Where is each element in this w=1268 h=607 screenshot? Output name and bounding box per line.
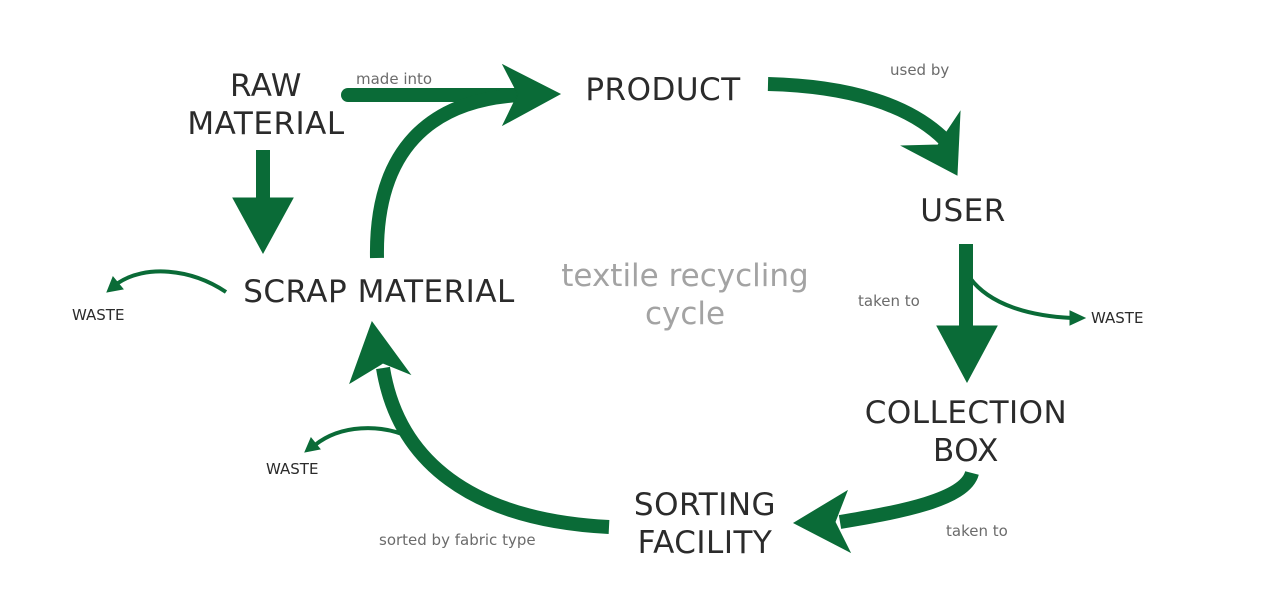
node-product: PRODUCT <box>575 71 751 109</box>
waste-user: WASTE <box>1091 309 1144 327</box>
arrow-scrap-to-waste <box>116 269 228 294</box>
node-collection-box: COLLECTION BOX <box>855 394 1077 470</box>
node-scrap-material: SCRAP MATERIAL <box>228 273 530 311</box>
node-raw-material-line2: MATERIAL <box>187 106 345 142</box>
node-collection-box-line1: COLLECTION <box>864 395 1068 431</box>
arrowhead-sorting <box>792 489 852 554</box>
arrow-sorting-to-waste <box>313 426 413 447</box>
arrowhead-scrap-waste <box>106 276 124 293</box>
arrowhead-user-waste <box>1069 310 1087 326</box>
arrowhead-scrap-down <box>232 197 294 255</box>
waste-scrap: WASTE <box>72 306 125 324</box>
arrow-box-to-sorting <box>838 470 979 529</box>
node-product-label: PRODUCT <box>585 72 741 108</box>
node-user: USER <box>910 192 1016 230</box>
label-used-by: used by <box>890 61 950 79</box>
node-scrap-material-label: SCRAP MATERIAL <box>243 274 515 310</box>
arrowhead-box <box>936 325 998 384</box>
arrowhead-user <box>900 110 961 176</box>
label-made-into: made into <box>356 70 433 88</box>
node-sorting-facility: SORTING FACILITY <box>620 486 790 562</box>
node-raw-material-line1: RAW <box>230 68 302 104</box>
waste-sorting: WASTE <box>266 460 319 478</box>
arrow-scrap-to-product <box>369 88 521 259</box>
node-sorting-facility-line1: SORTING <box>633 487 777 523</box>
arrowhead-sorting-waste <box>304 437 321 453</box>
arrowhead-product <box>501 63 562 127</box>
node-sorting-facility-line2: FACILITY <box>637 525 773 561</box>
arrow-sorting-to-scrap <box>376 366 610 534</box>
node-collection-box-line2: BOX <box>933 433 999 469</box>
center-title-line1: textile recycling <box>561 258 809 294</box>
label-taken-to-box: taken to <box>858 292 920 310</box>
label-taken-to-facility: taken to <box>946 522 1008 540</box>
arrowhead-scrap <box>349 320 412 385</box>
label-sorted-by: sorted by fabric type <box>379 531 536 549</box>
center-title: textile recycling cycle <box>548 257 822 333</box>
node-user-label: USER <box>920 193 1006 229</box>
arrow-user-to-waste <box>968 276 1073 320</box>
arrow-product-to-user <box>767 77 950 146</box>
center-title-line2: cycle <box>644 296 726 332</box>
node-raw-material: RAW MATERIAL <box>180 67 352 143</box>
